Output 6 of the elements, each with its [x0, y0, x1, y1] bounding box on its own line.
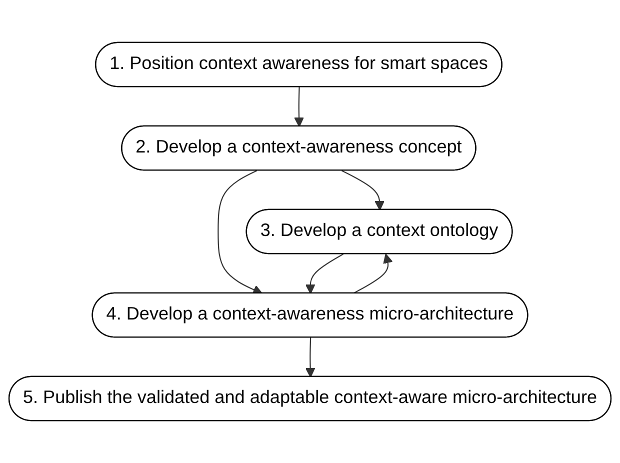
arrow — [218, 170, 263, 294]
arrow — [352, 254, 393, 294]
arrow — [294, 87, 304, 128]
arrow — [305, 338, 316, 378]
arrow — [305, 254, 344, 294]
arrow — [341, 170, 385, 211]
